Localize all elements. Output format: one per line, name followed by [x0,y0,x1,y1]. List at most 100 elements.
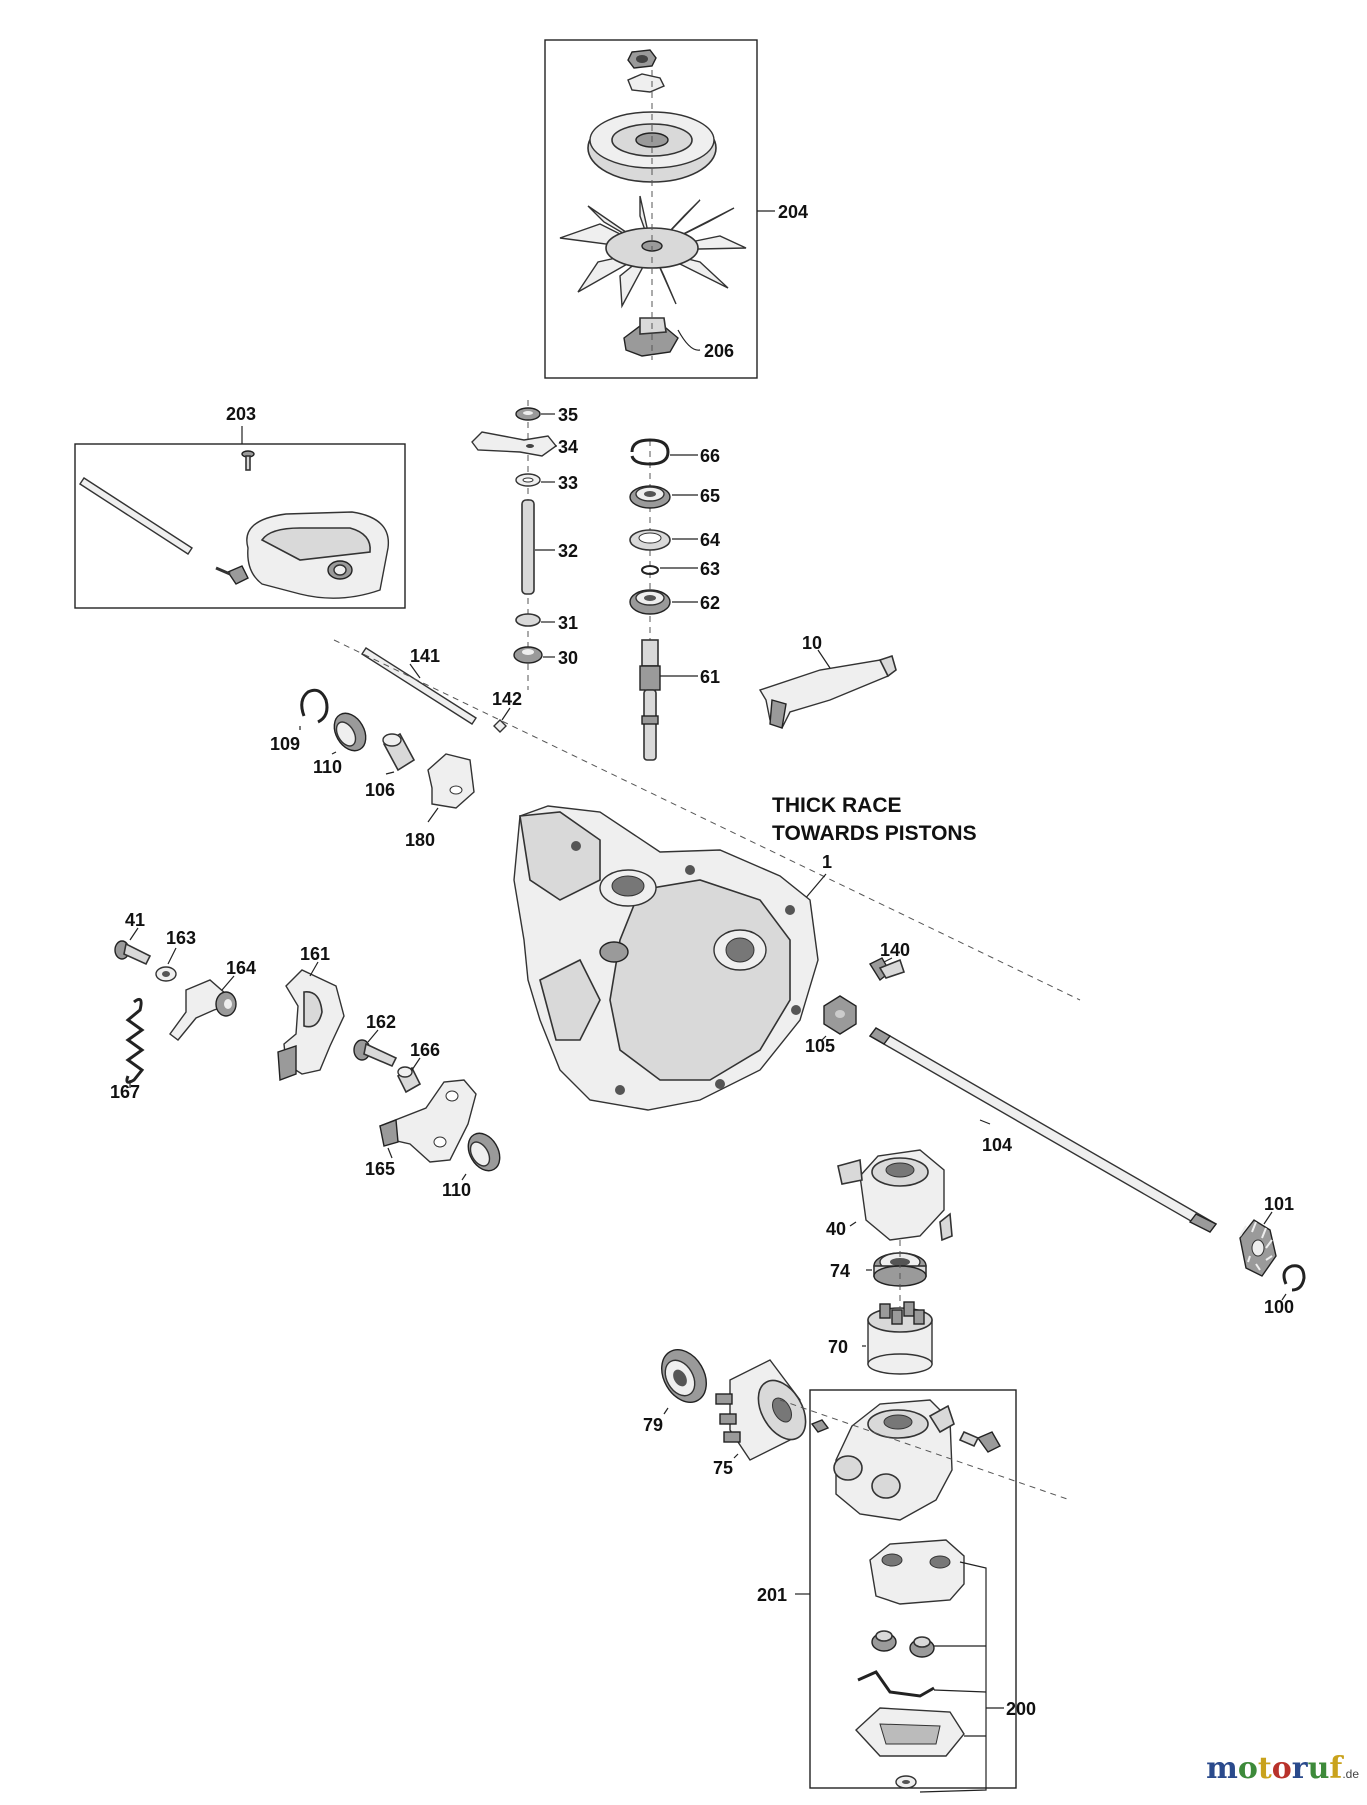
part-140-fitting [868,957,906,982]
watermark-letter: u [1307,1751,1330,1786]
part-35-nut [515,407,541,421]
label-34: 34 [558,437,578,457]
fan-hub [623,317,679,357]
label-200: 200 [1006,1699,1036,1719]
part-200-check-valve-a [871,1630,897,1652]
part-200-spring-clip [857,1670,935,1698]
label-1: 1 [822,852,832,872]
part-62-bearing [629,589,671,615]
cooling-fan [559,195,747,309]
part-163-washer [155,966,177,982]
label-162: 162 [366,1012,396,1032]
watermark-tld: .de [1342,1767,1359,1781]
part-200-check-valve-b [909,1636,935,1658]
note-line-1: THICK RACE [772,794,902,817]
label-66: 66 [700,446,720,466]
belt-guard [246,511,390,599]
part-100-clip [1282,1264,1306,1292]
pulley-washer [627,73,665,93]
label-10: 10 [802,633,822,653]
label-110-lower: 110 [442,1180,471,1200]
watermark-letter: t [1257,1751,1272,1786]
label-167: 167 [110,1082,140,1102]
label-63: 63 [700,559,720,579]
part-162-bolt [353,1039,398,1068]
watermark-letter: o [1237,1751,1258,1786]
label-140: 140 [880,940,910,960]
label-105: 105 [805,1036,835,1056]
label-161: 161 [300,944,330,964]
guard-bolt [215,565,249,585]
part-200-filter-housing [869,1539,965,1605]
label-40: 40 [826,1219,846,1239]
part-180-bracket [427,753,475,809]
part-1-transaxle-housing [513,805,819,1111]
guard-screw [241,450,255,471]
part-104-axle [868,1027,1218,1233]
part-167-spring [125,997,145,1084]
part-64-seal [629,529,671,551]
part-63-ring [641,565,659,575]
part-101-bevel-gear [1239,1219,1277,1277]
small-key [810,1419,830,1433]
label-104: 104 [982,1135,1012,1155]
label-204: 204 [778,202,808,222]
label-180: 180 [405,830,435,850]
assembly-box-204 [544,39,758,379]
part-65-bearing [629,485,671,509]
assembly-box-201 [809,1389,1017,1789]
part-30-seal [513,646,543,664]
label-35: 35 [558,405,578,425]
label-61: 61 [700,667,720,687]
label-203: 203 [226,404,256,424]
part-164-lever [169,979,237,1041]
end-cap-bolt [958,1430,1001,1453]
part-34-control-arm [471,431,558,457]
watermark-letter: r [1291,1751,1308,1786]
label-101: 101 [1264,1194,1294,1214]
note-line-2: TOWARDS PISTONS [772,822,977,845]
label-163: 163 [166,928,196,948]
label-201: 201 [757,1585,787,1605]
part-31-clip [515,613,541,627]
label-141: 141 [410,646,440,666]
label-75: 75 [713,1458,733,1478]
part-106-bushing [382,732,416,772]
part-41-bolt [114,940,152,966]
label-70: 70 [828,1337,848,1357]
watermark-letters: motoruf [1206,1751,1342,1786]
label-41: 41 [125,910,145,930]
part-141-rod [361,647,477,725]
part-74-thrust-bearing [873,1252,927,1287]
part-110-seal-upper [333,712,367,752]
part-61-input-shaft [639,639,661,761]
part-200-washer [895,1775,917,1789]
part-142-pin [493,719,507,733]
part-165-arm [379,1079,477,1163]
part-70-pump-block [867,1301,933,1375]
watermark-logo: motoruf.de [1206,1751,1359,1786]
pulley-nut [627,49,657,69]
part-110-seal-lower [467,1132,501,1172]
label-165: 165 [365,1159,395,1179]
label-32: 32 [558,541,578,561]
label-100: 100 [1264,1297,1294,1317]
part-109-circlip [300,688,329,724]
label-110-upper: 110 [313,757,342,777]
part-200-filter-plate [855,1707,965,1757]
label-164: 164 [226,958,256,978]
part-166-bushing [396,1066,422,1094]
part-66-retaining-ring [630,438,670,466]
part-33-washer [515,473,541,487]
label-33: 33 [558,473,578,493]
label-206: 206 [704,341,734,361]
label-142: 142 [492,689,522,709]
label-109: 109 [270,734,300,754]
part-75-motor-block [715,1359,807,1461]
label-65: 65 [700,486,720,506]
part-161-plate [277,969,345,1081]
part-105-nut [823,995,857,1035]
part-40-center-section [837,1149,953,1242]
